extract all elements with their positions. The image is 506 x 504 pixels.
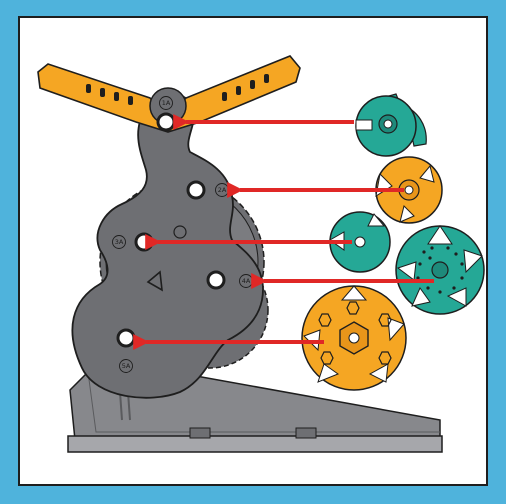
svg-text:2A: 2A — [218, 186, 227, 194]
teal-gear-icon-1 — [356, 94, 426, 156]
svg-text:1A: 1A — [162, 99, 171, 107]
orange-gear-icon-large — [302, 286, 406, 390]
svg-text:4A: 4A — [242, 277, 251, 285]
teal-gear-icon-3 — [396, 226, 484, 314]
svg-text:5A: 5A — [122, 362, 131, 370]
svg-text:3A: 3A — [115, 238, 124, 246]
